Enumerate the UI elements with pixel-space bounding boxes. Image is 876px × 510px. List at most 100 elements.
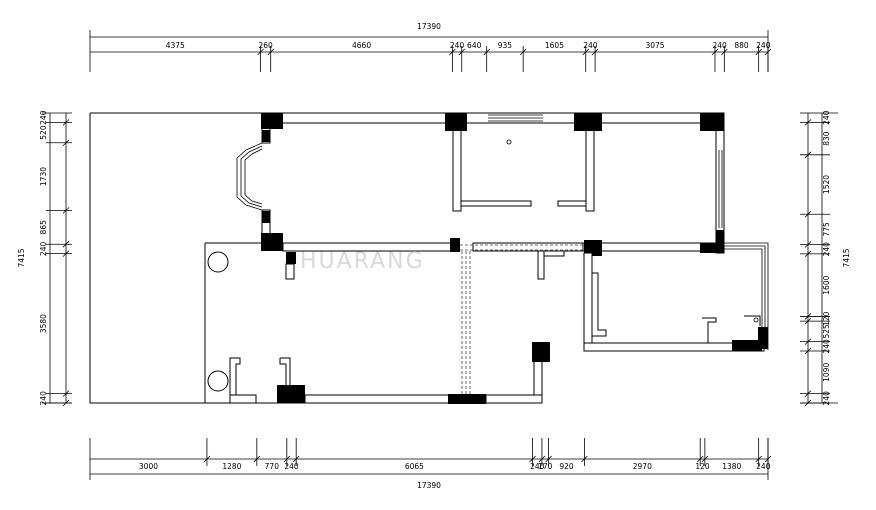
column (277, 385, 305, 403)
bottom-dim-slash (545, 455, 552, 463)
column (758, 327, 768, 349)
bottom-dim-segment-label: 920 (559, 462, 574, 471)
left-dim-segment-label: 240 (39, 110, 48, 125)
bottom-dim-segment-label: 240 (756, 462, 771, 471)
column (445, 113, 467, 131)
column (450, 238, 460, 252)
left-dim-slash (62, 250, 70, 257)
left-dim-slash (62, 207, 70, 214)
right-dim-segment-label: 775 (822, 222, 831, 237)
top-dim-segment-label: 4660 (352, 41, 371, 50)
right-dim-slash (804, 313, 812, 320)
right-dim-slash (804, 250, 812, 258)
drain-circle-icon (207, 370, 229, 392)
right-dim-segment-label: 240 (822, 242, 831, 257)
left-dim-slash (62, 119, 70, 126)
top-dim-segment-label: 240 (756, 41, 771, 50)
column (716, 230, 724, 252)
bottom-dim-slash (292, 455, 300, 463)
left-total-label: 7415 (17, 248, 26, 267)
fixture-icon (753, 317, 759, 323)
column (700, 113, 724, 131)
top-dim-segment-label: 240 (712, 41, 727, 50)
bottom-wall (304, 342, 550, 404)
bottom-dim-segment-label: 1380 (722, 462, 741, 471)
bottom-total-label: 17390 (417, 481, 441, 490)
top-dim-slash (582, 48, 590, 56)
column (262, 130, 270, 142)
right-dim-segment-label: 240 (822, 391, 831, 406)
left-dim-segment-label: 1730 (39, 167, 48, 186)
left-dim-segment-label: 520 (39, 125, 48, 140)
ceiling-fixture-icon (506, 139, 512, 145)
right-dim-segment-label: 1600 (822, 275, 831, 294)
column (286, 252, 296, 264)
left-dim-slash (62, 240, 70, 248)
bottom-dim-slash (203, 455, 211, 463)
top-total-label: 17390 (417, 22, 441, 31)
right-dim-slash (804, 241, 812, 248)
right-dim-segment-label: 830 (822, 131, 831, 146)
top-dim-segment-label: 1605 (545, 41, 564, 50)
bottom-dim-segment-label: 120 (695, 462, 710, 471)
right-dim-slash (804, 390, 812, 397)
left-dim-segment-label: 865 (39, 220, 48, 235)
bottom-dim-slash (696, 455, 704, 463)
bottom-dim-slash (529, 455, 536, 463)
column (700, 243, 724, 253)
column (584, 240, 602, 256)
bottom-dim-segment-label: 6065 (405, 462, 424, 471)
left-dim-slash (62, 139, 70, 147)
bottom-dim-segment-label: 770 (265, 462, 280, 471)
top-dim-slash (458, 48, 466, 56)
top-dim-segment-label: 240 (450, 41, 465, 50)
top-dim-slash (711, 48, 719, 56)
right-dim-segment-label: 1520 (822, 175, 831, 194)
column (532, 342, 550, 362)
right-total-label: 7415 (842, 248, 851, 267)
watermark-text: HUARANG (300, 249, 425, 274)
left-dim-segment-label: 3580 (39, 314, 48, 333)
bottom-dim-slash (283, 455, 291, 463)
top-dim-segment-label: 240 (583, 41, 598, 50)
top-dim-slash (591, 48, 599, 56)
bottom-dim-segment-label: 2970 (633, 462, 652, 471)
right-dim-segment-label: 240 (822, 110, 831, 125)
top-dim-slash (449, 48, 456, 56)
column (732, 340, 762, 351)
left-dim-segment-label: 240 (39, 391, 48, 406)
column (262, 211, 270, 223)
bottom-dim-slash (538, 455, 546, 463)
column (448, 394, 486, 404)
right-dimension-chain: 7415 24083015207752401600120525240109024… (800, 110, 851, 407)
top-dim-segment-label: 880 (734, 41, 749, 50)
drain-circle-icon (207, 251, 229, 273)
column (261, 113, 283, 129)
right-dim-segment-label: 525 (822, 324, 831, 339)
right-dim-slash (804, 347, 812, 355)
left-dim-slash (62, 399, 70, 407)
top-dim-segment-label: 640 (467, 41, 482, 50)
right-dim-slash (804, 119, 812, 126)
upper-middle-room (445, 113, 602, 212)
top-dim-slash (764, 48, 772, 56)
bottom-dim-slash (701, 455, 709, 463)
top-dim-segment-label: 3075 (645, 41, 664, 50)
bottom-dim-segment-label: 240 (530, 462, 545, 471)
column (574, 113, 602, 131)
top-dim-slash (267, 48, 274, 56)
right-dim-segment-label: 120 (822, 311, 831, 326)
right-dim-segment-label: 1090 (822, 363, 831, 382)
top-dim-slash (755, 48, 762, 56)
bottom-dim-slash (755, 455, 762, 463)
middle-wall (282, 238, 724, 280)
bottom-dim-slash (253, 455, 261, 463)
bottom-dim-segment-label: 240 (284, 462, 299, 471)
top-dim-segment-label: 4375 (166, 41, 185, 50)
top-dim-slash (519, 48, 527, 56)
right-dim-slash (804, 151, 812, 159)
bottom-dim-segment-label: 1280 (222, 462, 241, 471)
